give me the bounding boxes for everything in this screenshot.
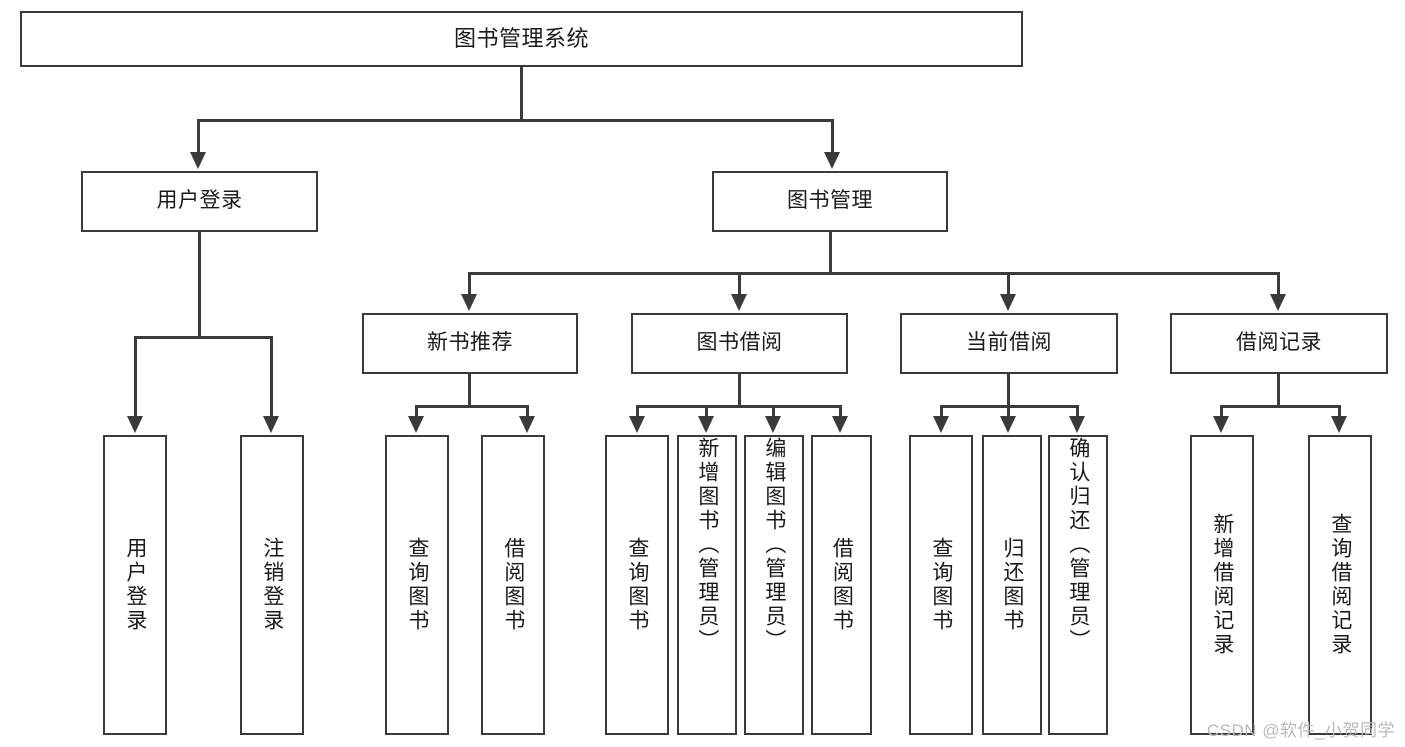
connector-book-manage-bar — [468, 272, 1280, 275]
connector-user-login-bar — [134, 336, 273, 339]
arrowhead-leaf-borrow-book-1 — [519, 416, 535, 433]
connector-book-borrow-drop-4 — [839, 405, 842, 416]
connector-to-new-book-rec — [468, 272, 471, 294]
connector-root-to-book-manage — [831, 119, 834, 152]
arrowhead-leaf-user-login — [127, 416, 143, 433]
leaf-query-book-1-label: 查询图书 — [405, 537, 429, 633]
leaf-add-record-label: 新增借阅记录 — [1210, 513, 1234, 657]
connector-current-borrow-drop-3 — [1076, 405, 1079, 416]
connector-root-bar — [197, 119, 834, 122]
connector-new-book-rec-drop-1 — [415, 405, 418, 416]
connector-to-borrow-record — [1277, 272, 1280, 294]
leaf-logout-label: 注销登录 — [260, 537, 284, 633]
leaf-confirm-return[interactable]: 确认归还（管理员） — [1048, 435, 1108, 735]
node-root[interactable]: 图书管理系统 — [20, 11, 1023, 67]
connector-root-to-user-login — [197, 119, 200, 152]
connector-to-current-borrow — [1007, 272, 1010, 294]
node-new-book-rec-label: 新书推荐 — [427, 331, 513, 355]
node-root-label: 图书管理系统 — [453, 26, 589, 52]
connector-book-borrow-drop-1 — [636, 405, 639, 416]
leaf-user-login[interactable]: 用户登录 — [103, 435, 167, 735]
arrowhead-leaf-return-book — [1000, 416, 1016, 433]
connector-current-borrow-drop-1 — [940, 405, 943, 416]
arrowhead-leaf-query-book-3 — [933, 416, 949, 433]
leaf-query-book-3-label: 查询图书 — [929, 537, 953, 633]
connector-root-stem — [520, 67, 523, 119]
arrowhead-leaf-query-book-1 — [408, 416, 424, 433]
connector-new-book-rec-drop-2 — [526, 405, 529, 416]
arrowhead-leaf-add-book — [698, 416, 714, 433]
arrowhead-new-book-rec — [461, 294, 477, 311]
node-user-login-label: 用户登录 — [156, 189, 243, 213]
arrowhead-current-borrow — [1000, 294, 1016, 311]
node-new-book-rec[interactable]: 新书推荐 — [362, 313, 578, 374]
leaf-return-book[interactable]: 归还图书 — [982, 435, 1042, 735]
node-book-borrow[interactable]: 图书借阅 — [631, 313, 848, 374]
leaf-query-record[interactable]: 查询借阅记录 — [1308, 435, 1372, 735]
leaf-edit-book-label: 编辑图书（管理员） — [762, 437, 786, 653]
arrowhead-leaf-query-record — [1331, 416, 1347, 433]
leaf-query-record-label: 查询借阅记录 — [1328, 513, 1352, 657]
connector-user-login-drop-2 — [270, 336, 273, 416]
leaf-query-book-2-label: 查询图书 — [625, 537, 649, 633]
node-book-manage[interactable]: 图书管理 — [712, 171, 948, 232]
arrowhead-root-to-user-login — [190, 152, 206, 169]
leaf-query-book-3[interactable]: 查询图书 — [909, 435, 973, 735]
leaf-borrow-book-2[interactable]: 借阅图书 — [811, 435, 872, 735]
leaf-return-book-label: 归还图书 — [1000, 537, 1024, 633]
arrowhead-root-to-book-manage — [824, 152, 840, 169]
node-book-manage-label: 图书管理 — [787, 189, 873, 213]
arrowhead-book-borrow — [731, 294, 747, 311]
connector-user-login-stem — [198, 232, 201, 336]
connector-new-book-rec-bar — [415, 405, 529, 408]
node-current-borrow-label: 当前借阅 — [966, 331, 1052, 355]
arrowhead-leaf-query-book-2 — [629, 416, 645, 433]
arrowhead-leaf-add-record — [1213, 416, 1229, 433]
connector-new-book-rec-stem — [468, 374, 471, 405]
leaf-logout[interactable]: 注销登录 — [240, 435, 304, 735]
leaf-user-login-label: 用户登录 — [123, 537, 147, 633]
arrowhead-leaf-logout — [263, 416, 279, 433]
connector-borrow-record-stem — [1277, 374, 1280, 405]
connector-book-manage-stem — [829, 232, 832, 272]
leaf-add-book[interactable]: 新增图书（管理员） — [677, 435, 737, 735]
leaf-query-book-2[interactable]: 查询图书 — [605, 435, 669, 735]
node-borrow-record-label: 借阅记录 — [1236, 331, 1322, 355]
leaf-add-record[interactable]: 新增借阅记录 — [1190, 435, 1254, 735]
leaf-edit-book[interactable]: 编辑图书（管理员） — [744, 435, 804, 735]
connector-book-borrow-stem — [738, 374, 741, 405]
connector-borrow-record-drop-2 — [1338, 405, 1341, 416]
leaf-confirm-return-label: 确认归还（管理员） — [1066, 437, 1090, 653]
connector-to-book-borrow — [738, 272, 741, 294]
arrowhead-leaf-borrow-book-2 — [832, 416, 848, 433]
node-borrow-record[interactable]: 借阅记录 — [1170, 313, 1388, 374]
connector-book-borrow-drop-3 — [772, 405, 775, 416]
leaf-borrow-book-2-label: 借阅图书 — [830, 537, 854, 633]
leaf-borrow-book-1-label: 借阅图书 — [501, 537, 525, 633]
leaf-query-book-1[interactable]: 查询图书 — [385, 435, 449, 735]
node-book-borrow-label: 图书借阅 — [696, 331, 783, 355]
node-current-borrow[interactable]: 当前借阅 — [900, 313, 1118, 374]
leaf-borrow-book-1[interactable]: 借阅图书 — [481, 435, 545, 735]
connector-borrow-record-bar — [1220, 405, 1341, 408]
connector-user-login-drop-1 — [134, 336, 137, 416]
connector-current-borrow-drop-2 — [1007, 405, 1010, 416]
connector-borrow-record-drop-1 — [1220, 405, 1223, 416]
connector-book-borrow-drop-2 — [705, 405, 708, 416]
arrowhead-borrow-record — [1270, 294, 1286, 311]
connector-book-borrow-bar — [636, 405, 842, 408]
arrowhead-leaf-confirm-return — [1069, 416, 1085, 433]
leaf-add-book-label: 新增图书（管理员） — [695, 437, 719, 653]
node-user-login[interactable]: 用户登录 — [81, 171, 318, 232]
arrowhead-leaf-edit-book — [765, 416, 781, 433]
connector-current-borrow-stem — [1007, 374, 1010, 405]
